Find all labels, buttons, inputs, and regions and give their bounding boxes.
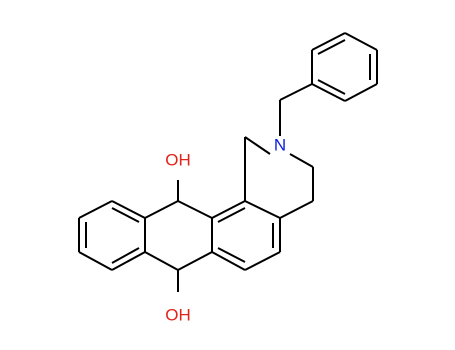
hydroxyl-bottom-label: OH: [165, 306, 191, 325]
benzyl-methylene-bonds: [279, 83, 313, 136]
benzyl-phenyl-ring: [311, 32, 378, 102]
piperidine-ring: [244, 136, 314, 219]
hydroxyl-top-label: OH: [165, 151, 191, 170]
left-benzene-ring: [78, 200, 146, 271]
nitrogen-atom-label: N: [274, 136, 286, 155]
aromatic-ring-middle: [211, 200, 281, 271]
central-ring: [144, 200, 213, 271]
